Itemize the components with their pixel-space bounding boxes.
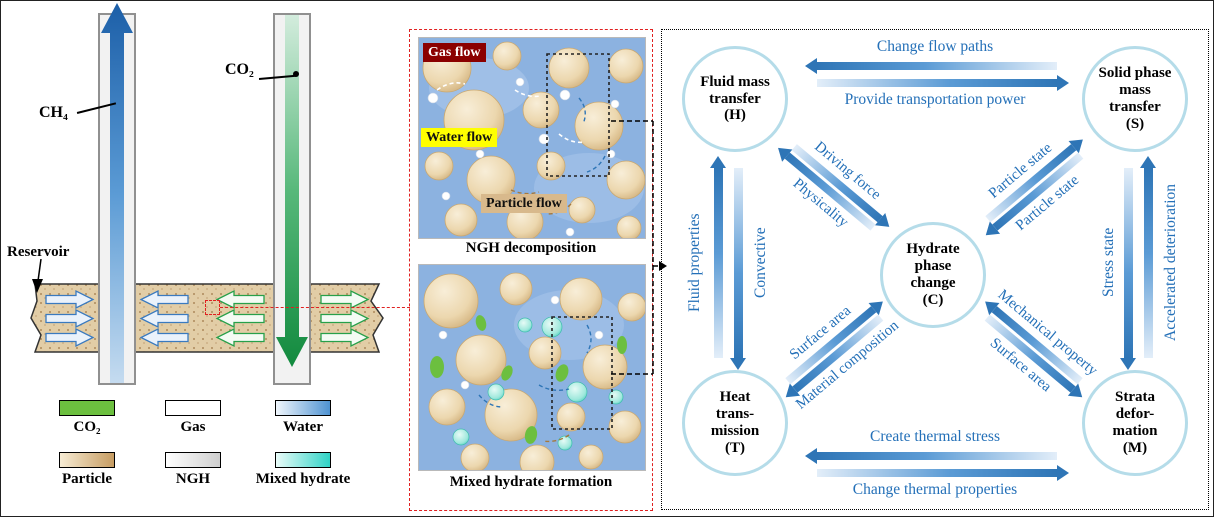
legend-item-gas: Gas [138,400,248,436]
mechanism-panel: Fluid mass transfer (H) Solid phase mass… [661,29,1209,510]
node-line: Hydrate [906,241,960,258]
legend-item-mixed-hydrate: Mixed hydrate [248,452,358,488]
node-line: trans- [715,406,755,423]
co2-flow-arrow [276,15,308,367]
mixed-hydrate-image [418,264,647,480]
node-line: (T) [725,439,745,456]
legend-item-water: Water [248,400,358,436]
node-line: defor- [1115,406,1155,423]
arrow-s-to-m [1120,168,1136,370]
edge-label-change-flow-paths: Change flow paths [876,38,994,55]
reservoir-flow-arrows [45,290,369,347]
co2-label: CO₂ [225,61,254,78]
legend-item-particle: Particle [32,452,142,488]
legend-label-gas: Gas [180,419,206,435]
node-line: (S) [1125,115,1145,132]
edge-group-m-c: Mechanical property Surface area [950,272,1118,426]
node-heat-transmission: Heat trans- mission (T) [682,370,788,476]
ch4-flow-arrow [101,3,133,383]
legend-item-co2: CO₂ [32,400,142,436]
edge-label-provide-transportation-power: Provide transportation power [844,91,1026,108]
legend-swatch-water [275,400,331,416]
mixed-hydrate-caption: Mixed hydrate formation [449,474,613,490]
node-hydrate-phase-change: Hydrate phase change (C) [880,222,986,328]
arrow-t-to-h [710,156,726,358]
node-line: Strata [1115,389,1155,406]
mechanism-connector [611,120,667,375]
edge-label-convective: Convective [752,227,769,298]
legend-swatch-ngh [165,452,221,468]
legend-label-particle: Particle [62,471,112,487]
legend-label-mixed-hydrate: Mixed hydrate [255,471,351,487]
gas-flow-tag: Gas flow [423,43,486,62]
legend-item-ngh: NGH [138,452,248,488]
legend-label-water: Water [283,419,323,435]
particle-flow-tag: Particle flow [481,194,567,213]
reservoir-zoom-region [205,300,220,315]
water-flow-tag: Water flow [421,128,498,147]
node-line: mation [1112,423,1158,439]
legend-label-ngh: NGH [175,471,211,487]
arrow-m-to-t [805,448,1057,464]
reservoir-label: Reservoir [7,244,70,260]
legend-swatch-co2 [59,400,115,416]
edge-group-h-c: Driving force Physicality [750,110,918,264]
legend-label-co2: CO₂ [73,419,101,435]
mixed-hydrate-illustration [419,265,647,480]
edge-label-create-thermal-stress: Create thermal stress [870,428,1000,445]
node-line: Fluid mass [700,73,770,90]
legend-swatch-mixed-hydrate [275,452,331,468]
node-line: transfer [1109,99,1161,115]
node-fluid-mass-transfer: Fluid mass transfer (H) [682,46,788,152]
legend-swatch-particle [59,452,115,468]
node-line: (M) [1122,439,1148,456]
edge-label-change-thermal-properties: Change thermal properties [852,481,1018,498]
reservoir-pointer-arrow [32,259,43,293]
arrow-s-to-h [805,58,1057,74]
arrow-h-to-s [817,75,1069,91]
ngh-decomposition-image: Gas flow Water flow Particle flow [418,37,646,241]
co2-pointer-dot [293,71,299,77]
legend-swatch-gas [165,400,221,416]
node-line: (C) [922,291,944,308]
zoom-connector-line [220,307,410,308]
edge-group-t-c: Surface area Material composition [750,272,918,426]
node-line: mass [1119,82,1151,99]
edge-group-s-c: Particle state Particle state [950,110,1118,264]
ch4-label: CH₄ [39,104,68,121]
node-strata-deformation: Strata defor- mation (M) [1082,370,1188,476]
node-solid-phase-mass-transfer: Solid phase mass transfer (S) [1082,46,1188,152]
arrow-m-to-s [1140,156,1156,358]
node-line: change [910,275,956,291]
edge-label-fluid-properties: Fluid properties [686,213,703,312]
node-line: (H) [724,107,746,124]
node-line: phase [914,258,952,275]
node-line: Solid phase [1098,65,1172,82]
node-line: Heat [719,389,751,406]
edge-label-stress-state: Stress state [1100,227,1117,298]
arrow-t-to-m [817,465,1069,481]
node-line: transfer [709,90,761,107]
node-line: mission [710,423,760,439]
arrow-h-to-t [730,168,746,370]
edge-label-accelerated-deterioration: Accelerated deterioration [1162,183,1179,342]
ngh-decomposition-caption: NGH decomposition [465,240,597,256]
